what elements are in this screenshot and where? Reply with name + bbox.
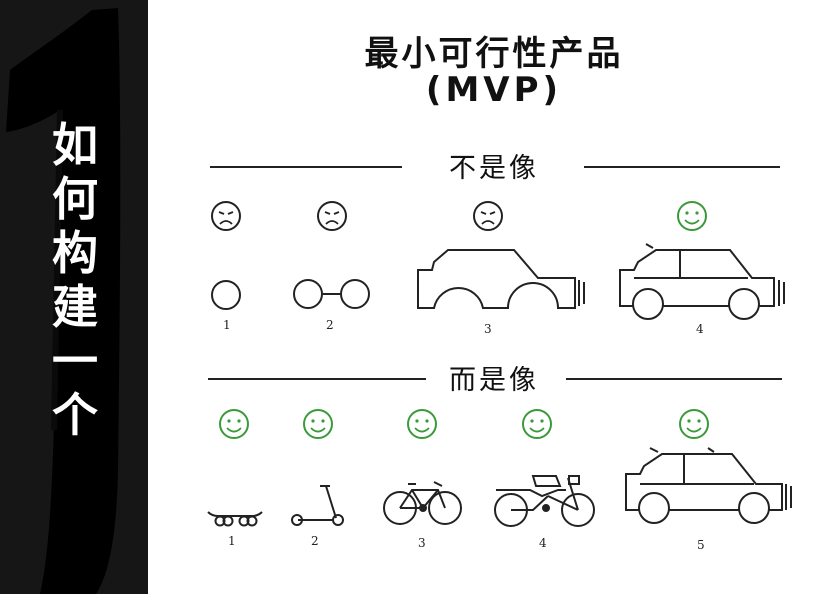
item-number: 4 — [696, 322, 704, 336]
divider-left — [208, 378, 426, 380]
sidebar-panel: 如 何 构 建 一 个 — [0, 0, 148, 594]
happy-face-icon — [677, 201, 707, 231]
main-content: 最小可行性产品 (MVP) 不是像 而是像 — [148, 0, 840, 594]
big-number-one-brush — [6, 8, 121, 594]
vertical-char: 建 — [52, 280, 98, 334]
item-number: 4 — [539, 536, 547, 550]
mvp-illustration — [207, 201, 792, 527]
item-number: 1 — [223, 318, 231, 332]
wheel-drawing — [211, 280, 241, 310]
happy-face-icon — [522, 409, 552, 439]
sad-face-icon — [317, 201, 347, 231]
section-header-not-like: 不是像 — [148, 146, 840, 186]
happy-face-icon — [407, 409, 437, 439]
vertical-char: 何 — [52, 172, 98, 226]
vertical-heading: 如 何 构 建 一 个 — [46, 118, 104, 442]
happy-face-icon — [303, 409, 333, 439]
divider-right — [566, 378, 782, 380]
happy-face-icon — [219, 409, 249, 439]
section-label-not-like: 不是像 — [449, 153, 539, 184]
happy-face-icon — [679, 409, 709, 439]
item-number: 5 — [697, 538, 705, 552]
bicycle-drawing — [383, 481, 462, 525]
vertical-char: 如 — [52, 118, 98, 172]
section-label-but-like: 而是像 — [449, 365, 539, 396]
vertical-char: 一 — [52, 334, 98, 388]
skateboard-drawing — [207, 511, 263, 527]
sad-face-icon — [211, 201, 241, 231]
item-number: 3 — [418, 536, 426, 550]
wheel-axle-drawing — [293, 279, 370, 309]
section-header-but-like: 而是像 — [148, 358, 840, 398]
sad-face-icon — [473, 201, 503, 231]
divider-right — [584, 166, 780, 168]
title-line-1: 最小可行性产品 — [364, 34, 624, 74]
vertical-char: 构 — [52, 226, 98, 280]
title-line-2: (MVP) — [425, 70, 563, 110]
item-number: 2 — [311, 534, 319, 548]
car-body-drawing — [417, 249, 585, 309]
vertical-char: 个 — [52, 388, 98, 442]
divider-left — [210, 166, 402, 168]
item-number: 3 — [484, 322, 492, 336]
motorcycle-drawing — [494, 475, 595, 527]
scooter-drawing — [291, 485, 344, 526]
car-drawing — [619, 243, 785, 320]
item-number: 1 — [228, 534, 236, 548]
car-drawing — [625, 447, 792, 524]
item-number: 2 — [326, 318, 334, 332]
